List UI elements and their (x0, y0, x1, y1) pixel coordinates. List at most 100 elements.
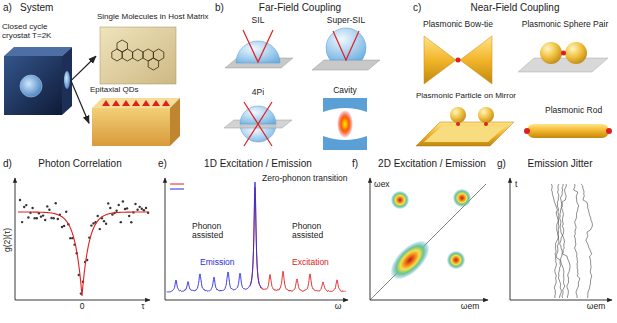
data-point (23, 206, 25, 208)
data-point (109, 207, 111, 209)
cryostat (4, 47, 72, 115)
data-point (19, 199, 21, 201)
data-point (139, 206, 141, 208)
data-point (63, 225, 65, 227)
cryostat-box: Closed cycle cryostat T=2K (2, 23, 70, 116)
molecule-picture (100, 27, 176, 84)
data-point (103, 220, 105, 222)
data-point (107, 202, 109, 204)
data-point (115, 210, 117, 212)
axis-label: ωex (374, 180, 390, 189)
data-point (36, 217, 38, 219)
data-point (27, 216, 29, 218)
jitter-trace (560, 184, 570, 298)
data-point (61, 226, 63, 228)
emission-spectrum (167, 182, 262, 292)
panel-title: Photon Correlation (38, 158, 121, 169)
node-label: Closed cycle cryostat T=2K (2, 23, 70, 41)
series-label: Excitation (292, 258, 329, 267)
panel-title: Far-Field Coupling (259, 2, 341, 13)
data-point (69, 237, 71, 239)
series-label: Emission (200, 258, 234, 267)
correlation-plot (18, 199, 149, 296)
quantum-dot (102, 100, 110, 106)
axis-label: ω (335, 302, 342, 311)
spectrum-plot (167, 182, 346, 292)
optics-label: Cavity (333, 86, 357, 95)
quantum-dot (162, 100, 170, 106)
data-point (118, 204, 120, 206)
sphere-pair (518, 42, 608, 72)
panel-letter: f) (352, 158, 358, 169)
panel-letter: g) (497, 158, 506, 169)
data-point (48, 209, 50, 211)
data-point (141, 208, 143, 210)
bow-tie (424, 36, 492, 84)
tick-label: 0 (80, 302, 85, 311)
annotation: Phonon assisted (192, 222, 236, 241)
panel-title: Emission Jitter (527, 158, 592, 169)
data-point (134, 203, 136, 205)
data-point (25, 204, 27, 206)
arrow-connector (71, 56, 96, 80)
panel-letter: d) (3, 158, 12, 169)
quantum-dot (142, 100, 150, 106)
panel-title: 1D Excitation / Emission (204, 158, 312, 169)
axis-label: ωem (587, 302, 605, 311)
data-point (105, 223, 107, 225)
data-point (92, 222, 94, 224)
panel-letter: a) (3, 2, 12, 13)
optics-label: SIL (252, 16, 265, 25)
data-point (128, 215, 130, 217)
panel-title: 2D Excitation / Emission (378, 158, 486, 169)
data-point (42, 214, 44, 216)
optics-label: Super-SIL (327, 16, 365, 25)
data-point (145, 207, 147, 209)
antenna-label: Plasmonic Rod (545, 106, 602, 115)
ring (148, 58, 158, 70)
four-pi (224, 102, 292, 146)
axis-label: t (515, 180, 517, 189)
antenna-label: Plasmonic Bow-tie (423, 20, 493, 29)
data-point (34, 217, 36, 219)
jitter-plot (551, 184, 592, 298)
data-point (136, 209, 138, 211)
data-point (130, 221, 132, 223)
panel-title: System (20, 2, 53, 13)
particle-on-mirror (416, 107, 514, 146)
data-point (44, 219, 46, 221)
quantum-dot (132, 100, 140, 106)
data-point (46, 205, 48, 207)
axis-label: g(2)(τ) (3, 228, 12, 252)
data-point (21, 221, 23, 223)
ring (133, 49, 143, 61)
jitter-trace (574, 184, 580, 298)
panel-title: Near-Field Coupling (471, 2, 560, 13)
cavity (323, 98, 367, 150)
data-point (120, 221, 122, 223)
quantum-dot-slab (92, 98, 180, 146)
quantum-dot (152, 100, 160, 106)
sil (225, 30, 293, 68)
data-point (97, 215, 99, 217)
data-point (55, 202, 57, 204)
panel-letter: b) (215, 2, 224, 13)
data-point (143, 209, 145, 211)
axis-label: τ (141, 302, 144, 311)
annotation: Phonon assisted (292, 222, 336, 241)
annotation: Zero-phonon transition (262, 174, 348, 183)
arrow-connector (71, 81, 89, 124)
data-point (126, 207, 128, 209)
panel-letter: e) (158, 158, 167, 169)
ring (117, 40, 127, 52)
data-point (52, 217, 54, 219)
quantum-dot (122, 100, 130, 106)
2d-map (370, 184, 486, 300)
molecule-image-box: Single Molecules in Host Matrix (97, 13, 237, 85)
data-point (50, 217, 52, 219)
jitter-trace (581, 184, 593, 298)
data-point (99, 228, 101, 230)
data-point (90, 224, 92, 226)
jitter-trace (560, 184, 567, 298)
data-point (57, 218, 59, 220)
